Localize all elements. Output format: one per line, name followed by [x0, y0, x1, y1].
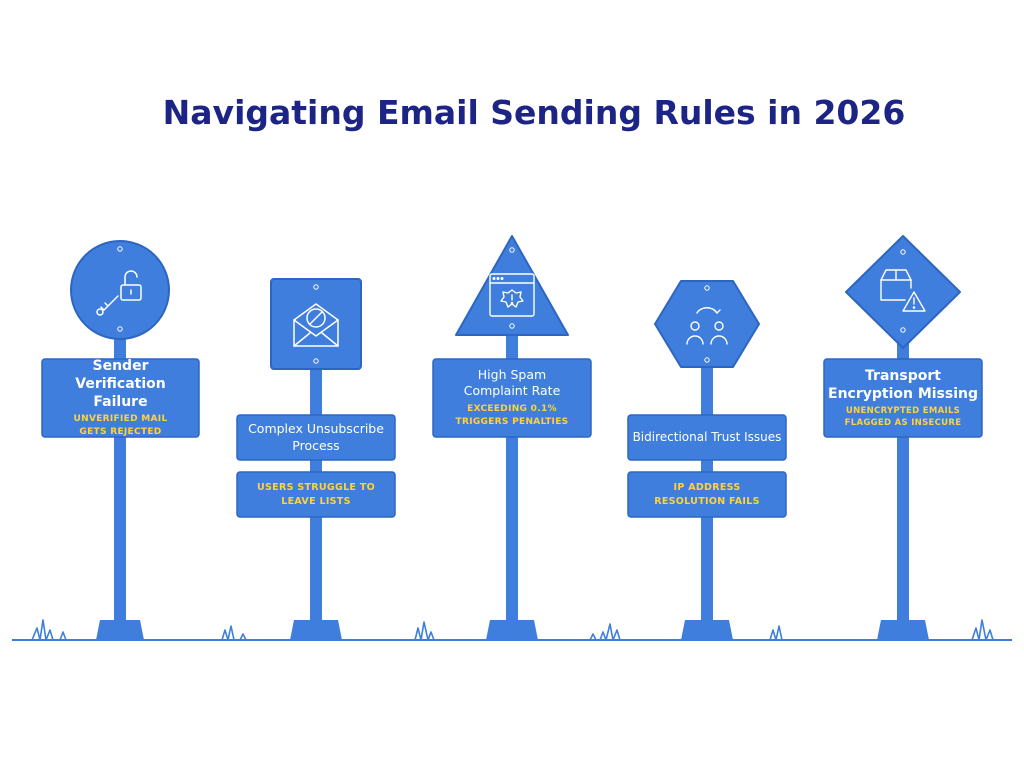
- bolt: [313, 358, 319, 364]
- bolt: [900, 249, 906, 255]
- sign-4: [627, 280, 787, 640]
- post-base: [877, 620, 929, 640]
- bolt: [704, 357, 710, 363]
- sign-5: [823, 235, 983, 640]
- sign-3-heading: High Spam Complaint Rate: [463, 367, 561, 399]
- label-board: [627, 414, 787, 461]
- browser-alert-icon: [489, 273, 535, 317]
- sign-1-heading: Sender Verification Failure: [75, 357, 166, 411]
- bolt: [117, 246, 123, 252]
- bolt: [313, 284, 319, 290]
- label-board: [41, 358, 200, 438]
- bolt: [509, 247, 515, 253]
- sign-5-label: Transport Encryption Missing UNENCRYPTED…: [824, 359, 982, 437]
- post-base: [486, 620, 538, 640]
- sign-2: [236, 278, 396, 640]
- sign-4-heading: Bidirectional Trust Issues: [632, 429, 782, 444]
- sign-2-detail: USERS STRUGGLE TO LEAVE LISTS: [257, 481, 375, 507]
- blocked-envelope-icon: [293, 303, 339, 347]
- bolt: [900, 327, 906, 333]
- post-base: [290, 620, 342, 640]
- sign-4-detail: IP ADDRESS RESOLUTION FAILS: [654, 481, 760, 507]
- sign-2-label: Complex Unsubscribe Process: [237, 415, 395, 460]
- page-title: Navigating Email Sending Rules in 2026: [162, 93, 906, 132]
- sign-3-label: High Spam Complaint Rate EXCEEDING 0.1% …: [433, 359, 591, 437]
- diamond-sign-board: [845, 235, 961, 349]
- bolt: [704, 285, 710, 291]
- sign-5-detail: UNENCRYPTED EMAILS FLAGGED AS INSECURE: [844, 405, 962, 429]
- sign-1-detail: UNVERIFIED MAIL GETS REJECTED: [73, 414, 168, 438]
- label-board: [236, 414, 396, 461]
- hexagon-sign-board: [654, 280, 760, 368]
- users-exchange-icon: [686, 307, 728, 345]
- box-warning-icon: [880, 269, 926, 312]
- label-board: [823, 358, 983, 438]
- sign-3: [432, 235, 592, 640]
- broken-lock-key-icon: [96, 270, 142, 316]
- sign-3-detail: EXCEEDING 0.1% TRIGGERS PENALTIES: [455, 403, 569, 427]
- detail-board: [627, 471, 787, 518]
- sign-4-label: Bidirectional Trust Issues: [628, 415, 786, 460]
- detail-board: [236, 471, 396, 518]
- post-base: [96, 620, 144, 640]
- sign-2-detail-board: USERS STRUGGLE TO LEAVE LISTS: [237, 472, 395, 517]
- sign-4-detail-board: IP ADDRESS RESOLUTION FAILS: [628, 472, 786, 517]
- grass-tufts: [31, 619, 994, 641]
- bolt: [117, 326, 123, 332]
- sign-1: [41, 240, 200, 640]
- post-base: [681, 620, 733, 640]
- sign-1-label: Sender Verification Failure UNVERIFIED M…: [42, 357, 199, 438]
- sign-5-heading: Transport Encryption Missing: [828, 367, 979, 402]
- sign-2-heading: Complex Unsubscribe Process: [248, 421, 384, 453]
- triangle-sign-board: [455, 235, 569, 336]
- bolt: [509, 323, 515, 329]
- circle-sign-board: [70, 240, 170, 340]
- label-board: [432, 358, 592, 438]
